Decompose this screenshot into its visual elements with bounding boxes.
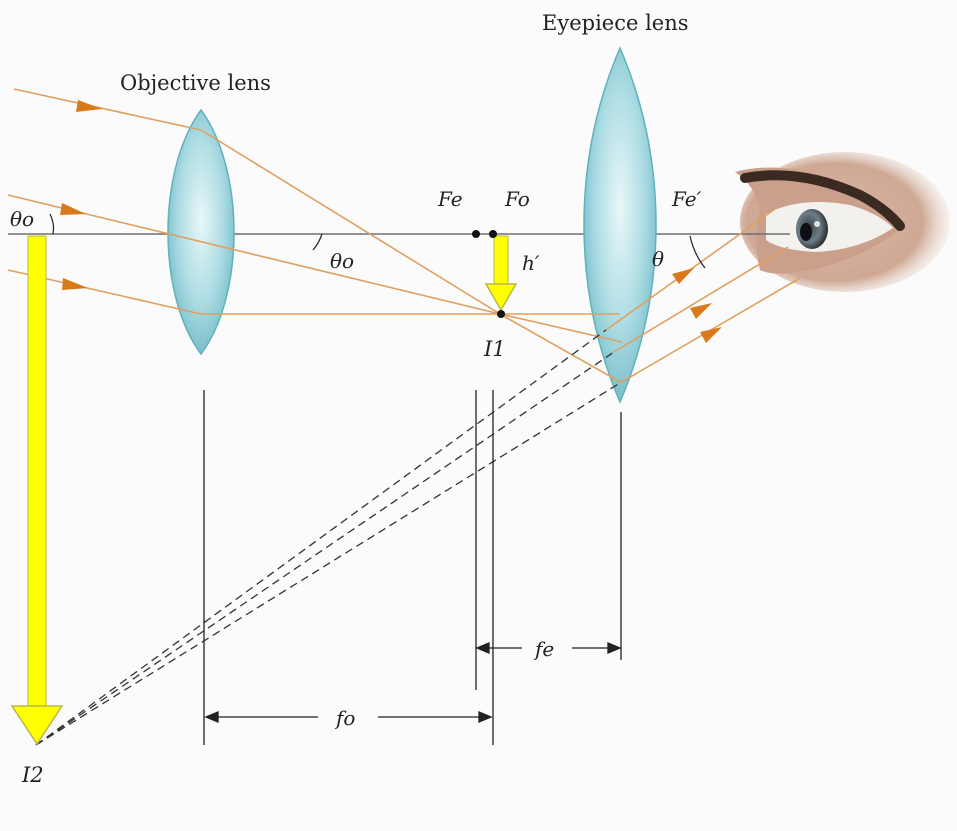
eyepiece-lens-label: Eyepiece lens	[542, 11, 689, 35]
focal-point-fe	[472, 230, 480, 238]
objective-lens	[167, 108, 235, 356]
incoming-rays	[7, 88, 623, 384]
theta-arc-right	[689, 235, 706, 269]
intermediate-image-arrow	[484, 235, 518, 312]
h-prime-label: h′	[522, 251, 540, 275]
dimension-fo	[204, 711, 493, 723]
image-point-i1	[497, 310, 505, 318]
fe-label: fe	[533, 637, 554, 661]
focal-fe-prime-label: Fe′	[671, 187, 702, 211]
i1-label: I1	[483, 337, 506, 361]
ray-arrowheads	[60, 100, 722, 343]
guide-lines	[203, 390, 622, 745]
fo-label: fo	[334, 706, 355, 730]
objective-lens-label: Objective lens	[120, 71, 271, 95]
theta-o-label-left: θo	[10, 207, 34, 231]
focal-point-fo	[489, 230, 497, 238]
theta-o-arc-mid	[312, 233, 323, 251]
virtual-ray-extensions	[35, 329, 621, 746]
final-image-arrow	[10, 235, 64, 746]
eye-illustration	[735, 152, 950, 292]
dimension-fe	[475, 642, 622, 654]
focal-fe-label: Fe	[437, 187, 463, 211]
i2-label: I2	[21, 763, 44, 787]
focal-fo-label: Fo	[504, 187, 530, 211]
theta-o-arc-left	[49, 213, 55, 235]
theta-o-label-mid: θo	[330, 249, 354, 273]
theta-label: θ	[652, 247, 664, 271]
